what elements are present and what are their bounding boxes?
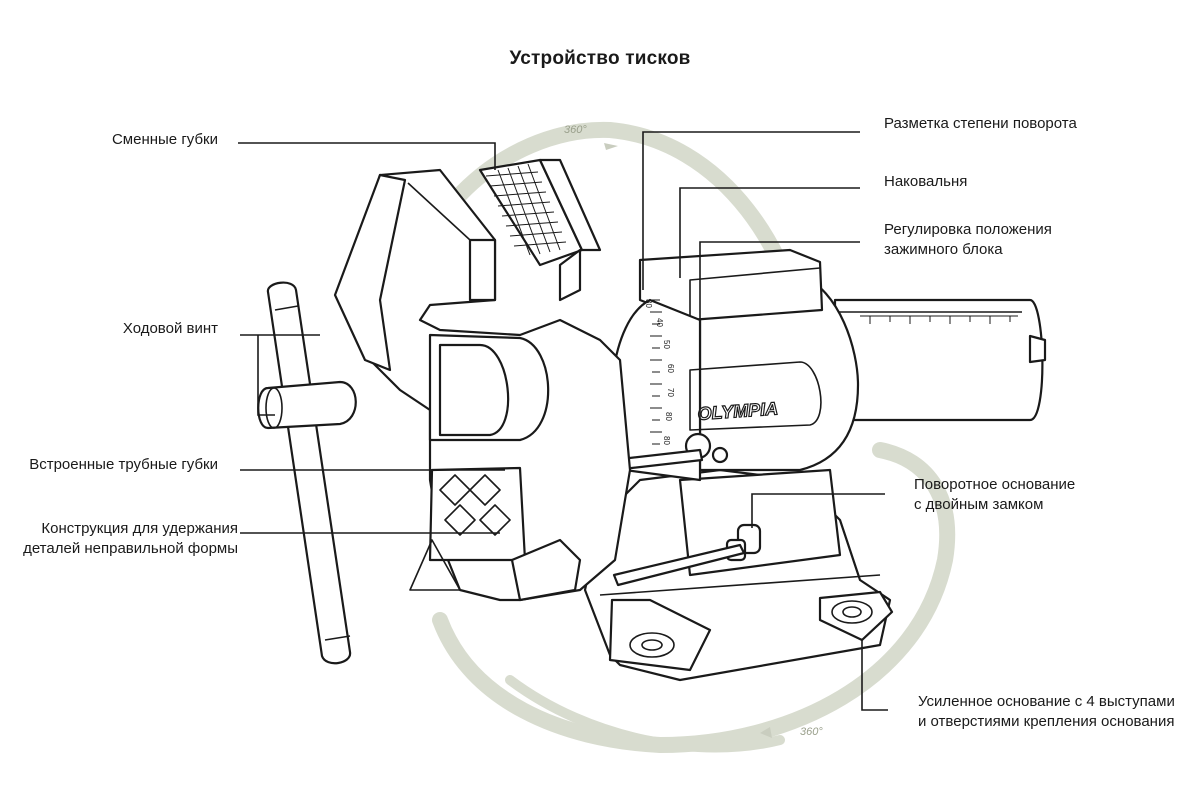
vise-front-jaw xyxy=(333,158,632,602)
label-swivel-base-line1: Поворотное основание xyxy=(914,476,1076,493)
label-clamp-adjust-line2: зажимного блока xyxy=(884,241,1003,258)
scale-mark: 80 xyxy=(662,436,671,445)
label-anvil: Наковальня xyxy=(884,173,968,190)
rotation-arrow-bottom-icon xyxy=(760,727,772,738)
label-swivel-base: Поворотное основание с двойным замком xyxy=(914,475,1075,515)
label-clamp-adjust: Регулировка положения зажимного блока xyxy=(884,220,1052,260)
label-pipe-jaws: Встроенные трубные губки xyxy=(29,456,218,473)
label-lead-screw: Ходовой винт xyxy=(122,320,218,337)
lead-screw-handle xyxy=(257,281,357,665)
rotation-arrow-top-icon xyxy=(604,143,618,150)
leader-lines xyxy=(238,131,888,711)
rotation-bottom-label: 360° xyxy=(800,726,823,738)
label-irregular-parts-line2: деталей неправильной формы xyxy=(23,540,238,557)
scale-mark: 70 xyxy=(666,388,675,397)
vise-base xyxy=(583,468,894,682)
label-replaceable-jaws: Сменные губки xyxy=(111,131,218,148)
label-rotation-scale: Разметка степени поворота xyxy=(884,115,1077,132)
scale-mark: 40 xyxy=(655,318,664,327)
scale-mark: 80 xyxy=(664,412,673,421)
vise-rear-body xyxy=(607,248,1047,482)
label-reinforced-base-line2: и отверстиями крепления основания xyxy=(918,713,1175,730)
rotation-top-label: 360° xyxy=(564,124,587,136)
label-reinforced-base: Усиленное основание с 4 выступами и отве… xyxy=(918,692,1175,732)
scale-mark: 30 xyxy=(644,299,653,308)
label-irregular-parts-line1: Конструкция для удержания xyxy=(41,520,238,537)
scale-mark: 50 xyxy=(662,340,671,349)
label-clamp-adjust-line1: Регулировка положения xyxy=(884,221,1052,238)
rotation-scale: 30 40 50 60 70 80 80 xyxy=(644,299,675,445)
label-swivel-base-line2: с двойным замком xyxy=(914,496,1044,513)
scale-mark: 60 xyxy=(666,364,675,373)
label-reinforced-base-line1: Усиленное основание с 4 выступами xyxy=(918,693,1175,710)
diagram-title: Устройство тисков xyxy=(509,48,691,69)
label-irregular-parts: Конструкция для удержания деталей неправ… xyxy=(23,519,238,559)
